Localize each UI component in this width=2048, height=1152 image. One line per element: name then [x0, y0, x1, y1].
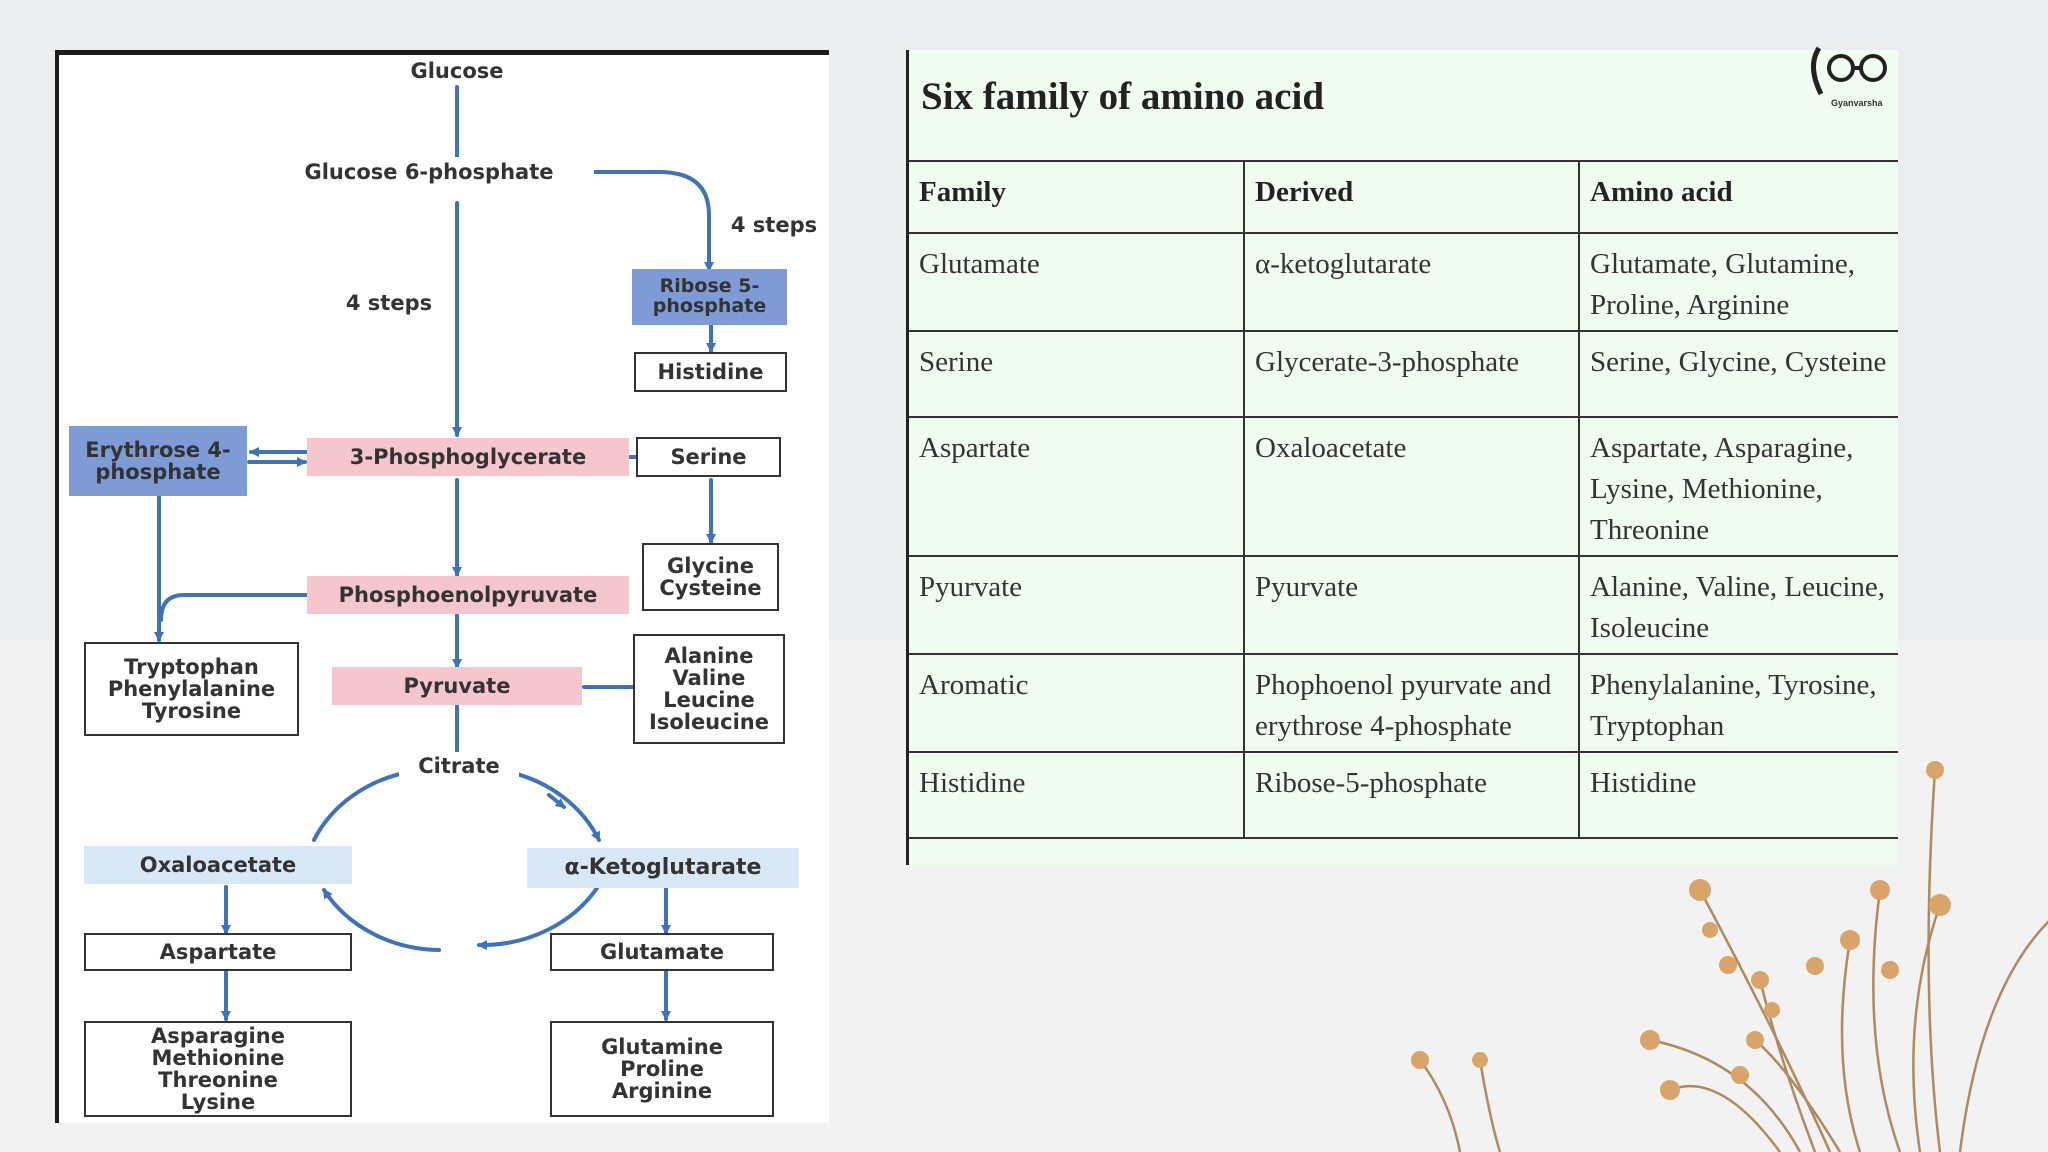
table-header-row: Family Derived Amino acid: [909, 160, 1898, 234]
cell-derived: Pyurvate: [1243, 555, 1579, 655]
node-glucose: Glucose: [410, 58, 504, 83]
cell-amino-acid: Alanine, Valine, Leucine, Isoleucine: [1578, 555, 1898, 655]
node-pyruvate-family: Alanine Valine Leucine Isoleucine: [633, 634, 785, 744]
label-4-steps-right: 4 steps: [730, 212, 818, 237]
tca-cycle-bottom-right: [477, 883, 601, 951]
cell-amino-acid: Serine, Glycine, Cysteine: [1578, 330, 1898, 418]
biosynthesis-diagram: Glucose Glucose 6-phosphate 4 steps 4 st…: [55, 50, 829, 1123]
cell-derived: α-ketoglutarate: [1243, 232, 1579, 332]
node-phosphoenolpyruvate: Phosphoenolpyruvate: [307, 576, 629, 614]
logo-icon: [1811, 46, 1887, 96]
cell-derived: Ribose-5-phosphate: [1243, 751, 1579, 839]
arrow-pep-aromatic: [159, 593, 309, 622]
node-glucose-6-phosphate: Glucose 6-phosphate: [264, 157, 594, 187]
node-histidine: Histidine: [634, 352, 787, 392]
cell-amino-acid: Glutamate, Glutamine, Proline, Arginine: [1578, 232, 1898, 332]
tca-cycle-top-left: [312, 768, 411, 842]
cell-derived: Phophoenol pyurvate and erythrose 4-phos…: [1243, 653, 1579, 753]
cell-amino-acid: Aspartate, Asparagine, Lysine, Methionin…: [1578, 416, 1898, 557]
header-derived: Derived: [1243, 160, 1579, 234]
node-serine: Serine: [636, 437, 781, 477]
node-glutamate: Glutamate: [550, 933, 774, 971]
table-row: Pyurvate Pyurvate Alanine, Valine, Leuci…: [909, 555, 1898, 655]
cell-amino-acid: Phenylalanine, Tyrosine, Tryptophan: [1578, 653, 1898, 753]
node-aspartate-family: Asparagine Methionine Threonine Lysine: [84, 1021, 352, 1117]
cell-family: Aromatic: [909, 653, 1244, 753]
node-glutamate-family: Glutamine Proline Arginine: [550, 1021, 774, 1117]
table-row: Aromatic Phophoenol pyurvate and erythro…: [909, 653, 1898, 753]
decorative-flowers-image: [1411, 761, 2048, 1152]
amino-acid-table-panel: Six family of amino acid Gyanvarsha Fami…: [906, 46, 1898, 865]
node-glycine-cysteine: Glycine Cysteine: [642, 543, 779, 611]
cell-family: Aspartate: [909, 416, 1244, 557]
table-row: Glutamate α-ketoglutarate Glutamate, Glu…: [909, 232, 1898, 332]
node-3-phosphoglycerate: 3-Phosphoglycerate: [307, 438, 629, 476]
cell-family: Histidine: [909, 751, 1244, 839]
cell-family: Serine: [909, 330, 1244, 418]
node-alpha-ketoglutarate: α-Ketoglutarate: [527, 848, 799, 888]
cell-family: Pyurvate: [909, 555, 1244, 655]
node-citrate: Citrate: [399, 752, 519, 780]
table-row: Serine Glycerate-3-phosphate Serine, Gly…: [909, 330, 1898, 418]
label-4-steps-left: 4 steps: [345, 290, 433, 315]
tca-cycle-bottom-left: [322, 888, 441, 952]
node-ribose-5-phosphate: Ribose 5- phosphate: [632, 269, 787, 325]
amino-acid-table: Family Derived Amino acid Glutamate α-ke…: [909, 160, 1898, 839]
table-row: Aspartate Oxaloacetate Aspartate, Aspara…: [909, 416, 1898, 557]
tca-arrow-right-inner: [547, 793, 566, 809]
tca-cycle-top-right: [507, 770, 601, 842]
node-oxaloacetate: Oxaloacetate: [84, 846, 352, 884]
node-erythrose-4-phosphate: Erythrose 4- phosphate: [69, 426, 247, 496]
header-family: Family: [909, 160, 1244, 234]
cell-derived: Oxaloacetate: [1243, 416, 1579, 557]
logo-text: Gyanvarsha: [1831, 98, 1883, 108]
header-amino-acid: Amino acid: [1578, 160, 1898, 234]
node-aspartate: Aspartate: [84, 933, 352, 971]
node-pyruvate: Pyruvate: [332, 667, 582, 705]
cell-derived: Glycerate-3-phosphate: [1243, 330, 1579, 418]
arrow-g6p-ribose: [587, 170, 714, 272]
cell-family: Glutamate: [909, 232, 1244, 332]
table-row: Histidine Ribose-5-phosphate Histidine: [909, 751, 1898, 839]
cell-amino-acid: Histidine: [1578, 751, 1898, 839]
node-aromatic-amino-acids: Tryptophan Phenylalanine Tyrosine: [84, 642, 299, 736]
table-title: Six family of amino acid: [921, 75, 1325, 118]
